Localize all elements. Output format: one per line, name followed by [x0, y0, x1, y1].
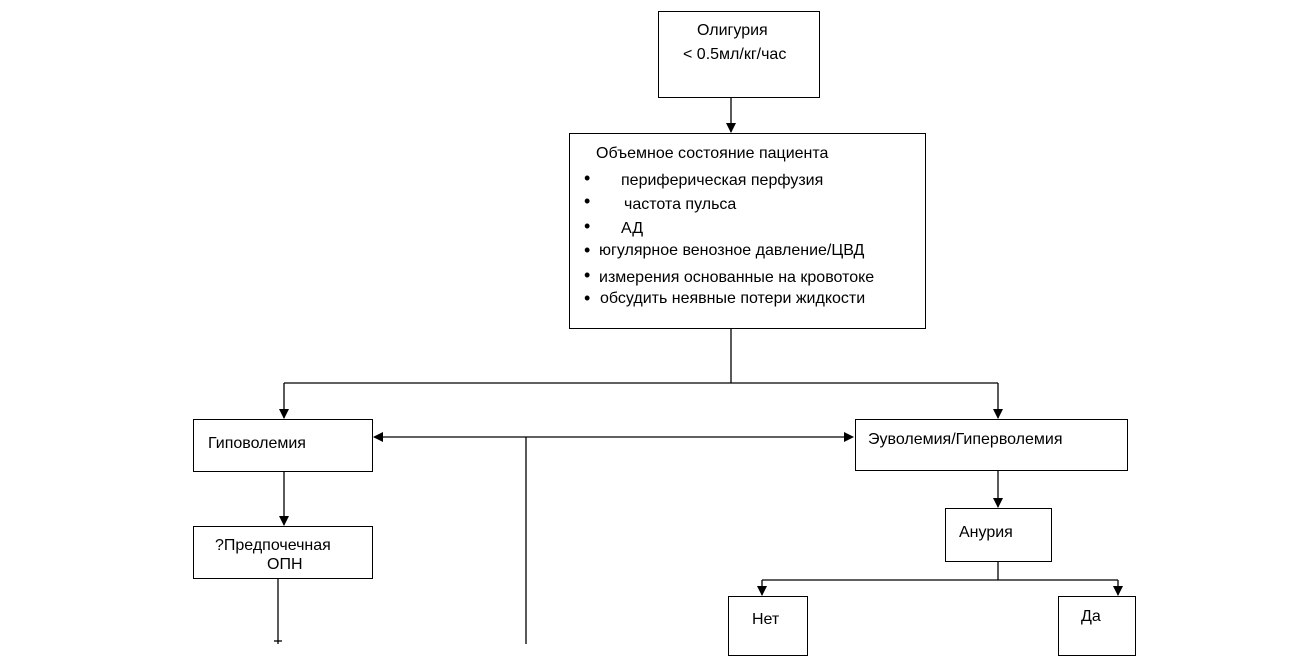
- node-hypovolemia: Гиповолемия: [193, 419, 373, 472]
- volume-status-title: Объемное состояние пациента: [596, 145, 829, 162]
- volume-item-bp: АД: [621, 220, 644, 237]
- node-oliguria: Олигурия < 0.5мл/кг/час: [658, 11, 820, 98]
- node-euvolemia: Эуволемия/Гиперволемия: [855, 419, 1128, 471]
- volume-item-cvp: югулярное венозное давление/ЦВД: [599, 242, 865, 259]
- volume-item-flow: измерения основанные на кровотоке: [599, 269, 875, 286]
- euvolemia-label: Эуволемия/Гиперволемия: [868, 431, 1063, 448]
- bullet-icon: •: [584, 191, 591, 211]
- bullet-icon: •: [584, 216, 591, 236]
- bullet-icon: •: [584, 288, 591, 308]
- volume-item-losses: обсудить неявные потери жидкости: [600, 290, 866, 307]
- bullet-icon: •: [584, 240, 591, 260]
- node-yes: Да: [1058, 596, 1136, 656]
- oliguria-label: Олигурия: [697, 22, 768, 39]
- node-anuria: Анурия: [945, 508, 1052, 562]
- bullet-icon: •: [584, 168, 591, 188]
- oliguria-threshold: < 0.5мл/кг/час: [683, 46, 787, 63]
- hypovolemia-label: Гиповолемия: [208, 435, 306, 452]
- prerenal-label: ?Предпочечная: [215, 537, 331, 554]
- node-no: Нет: [728, 596, 808, 656]
- anuria-label: Анурия: [959, 524, 1013, 541]
- volume-item-perfusion: периферическая перфузия: [621, 172, 824, 189]
- node-prerenal: ?Предпочечная ОПН: [193, 526, 373, 579]
- node-volume-status: Объемное состояние пациента • перифериче…: [569, 133, 926, 329]
- prerenal-opn: ОПН: [267, 556, 303, 573]
- yes-label: Да: [1081, 608, 1101, 625]
- bullet-icon: •: [584, 265, 591, 285]
- volume-item-pulse: частота пульса: [624, 196, 737, 213]
- no-label: Нет: [752, 611, 780, 628]
